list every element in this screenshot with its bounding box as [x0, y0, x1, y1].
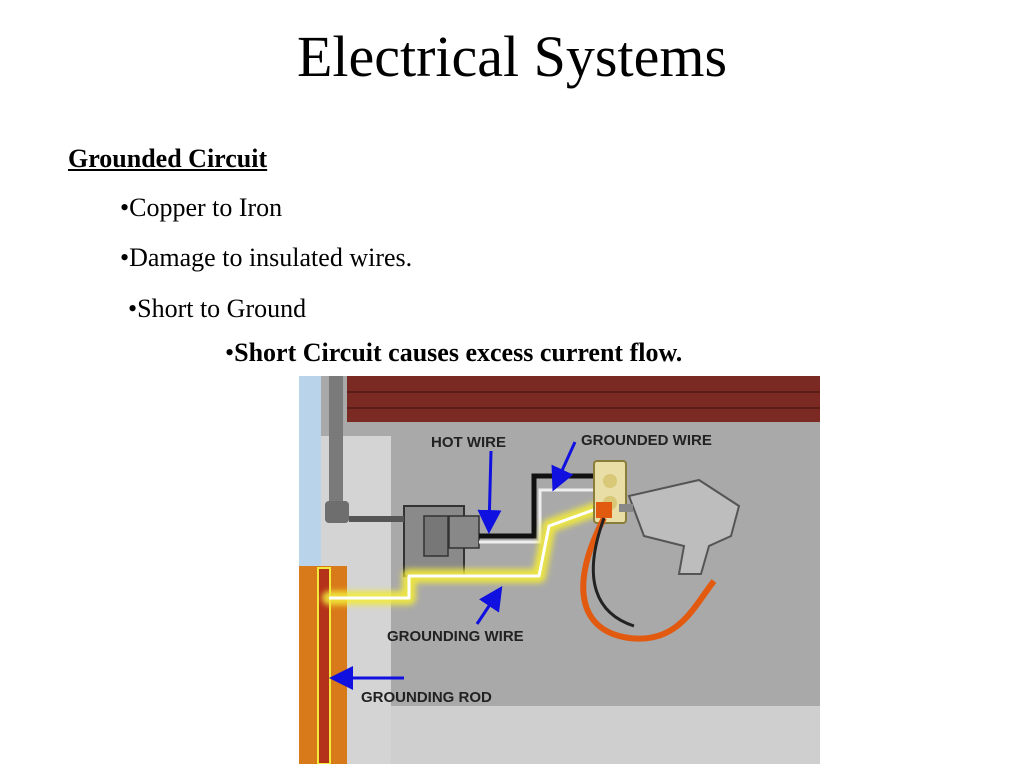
drill-cord: [580, 516, 717, 642]
brick-beam: [347, 376, 820, 422]
sub-bullet-short-circuit: •Short Circuit causes excess current flo…: [225, 336, 682, 370]
slide-title: Electrical Systems: [296, 24, 728, 89]
power-drill: [627, 478, 741, 575]
grounded-wire-arrow: [551, 441, 577, 492]
plug: [596, 502, 612, 518]
label-grounding-wire: GROUNDING WIRE: [387, 628, 524, 645]
bullet-marker: •: [225, 338, 235, 367]
section-heading: Grounded Circuit: [68, 144, 268, 173]
label-grounded-wire: GROUNDED WIRE: [581, 432, 712, 449]
junction-box: [448, 515, 480, 549]
grounded-circuit-diagram: HOT WIRE GROUNDED WIRE GROUNDING WIRE GR…: [299, 376, 820, 764]
label-hot-wire: HOT WIRE: [431, 434, 506, 451]
bullet-short-to-ground: •Short to Ground: [128, 294, 307, 323]
sub-bullet-text: Short Circuit causes excess current flow…: [234, 338, 683, 367]
bullet-copper-to-iron: •Copper to Iron: [120, 193, 283, 222]
bullet-damage-insulated-wires: •Damage to insulated wires.: [120, 243, 413, 272]
grounding-wire-arrow: [475, 586, 503, 625]
exterior-strip: [299, 376, 321, 576]
hot-wire-arrow: [477, 450, 502, 534]
grounding-wire-line: [329, 506, 600, 600]
basement-floor: [391, 706, 820, 764]
service-conduit: [329, 376, 343, 511]
label-grounding-rod: GROUNDING ROD: [361, 689, 492, 706]
